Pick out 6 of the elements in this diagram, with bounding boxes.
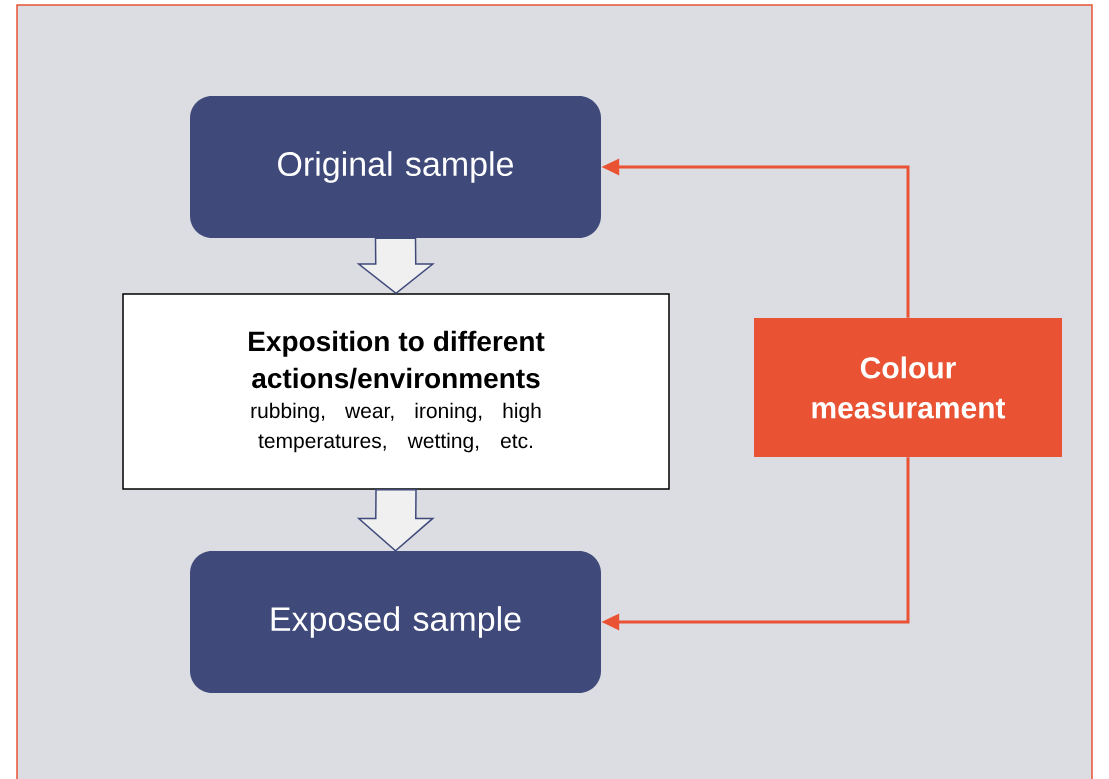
sample-box: Original sample: [190, 96, 601, 238]
block-arrow: [356, 237, 435, 295]
measurement-box: Colour measurament: [754, 318, 1062, 457]
block-arrow: [356, 489, 435, 552]
sample-box: Exposed sample: [190, 551, 601, 693]
process-box: Exposition to different actions/environments rubbing, wear, ironing, high temperatures, wetting, etc.: [122, 293, 670, 490]
